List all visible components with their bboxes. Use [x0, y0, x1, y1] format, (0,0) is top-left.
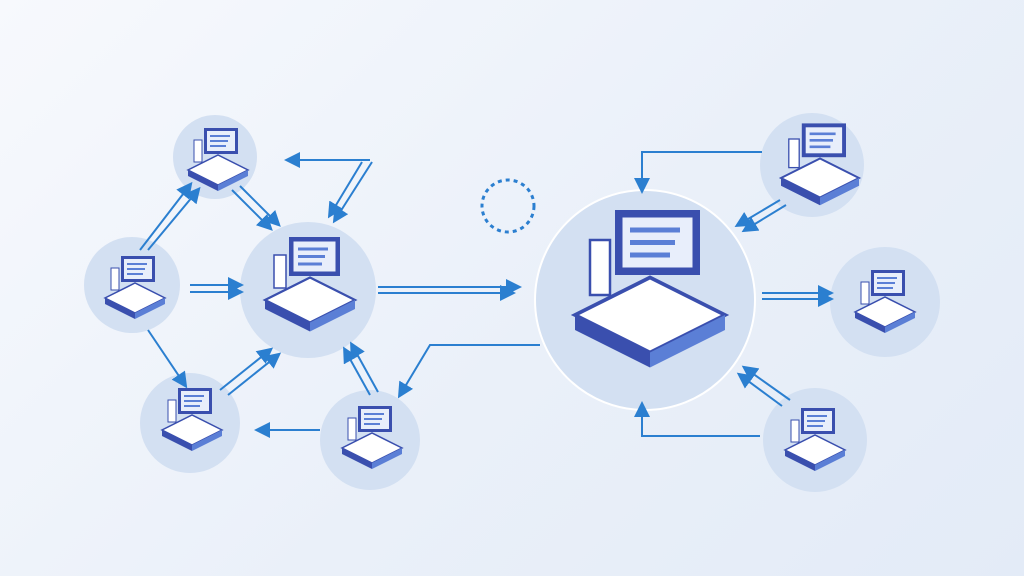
node-top-right	[760, 113, 864, 217]
dashed-node	[480, 178, 536, 234]
node-bottom-left	[140, 373, 240, 473]
node-bottom-right	[763, 388, 867, 492]
node-main-hub	[534, 189, 756, 411]
node-hub-left	[240, 222, 376, 358]
node-right	[830, 247, 940, 357]
node-top-left	[173, 115, 257, 199]
node-left	[84, 237, 180, 333]
connection-arrows	[139, 151, 834, 438]
node-bottom-mid	[320, 390, 420, 490]
